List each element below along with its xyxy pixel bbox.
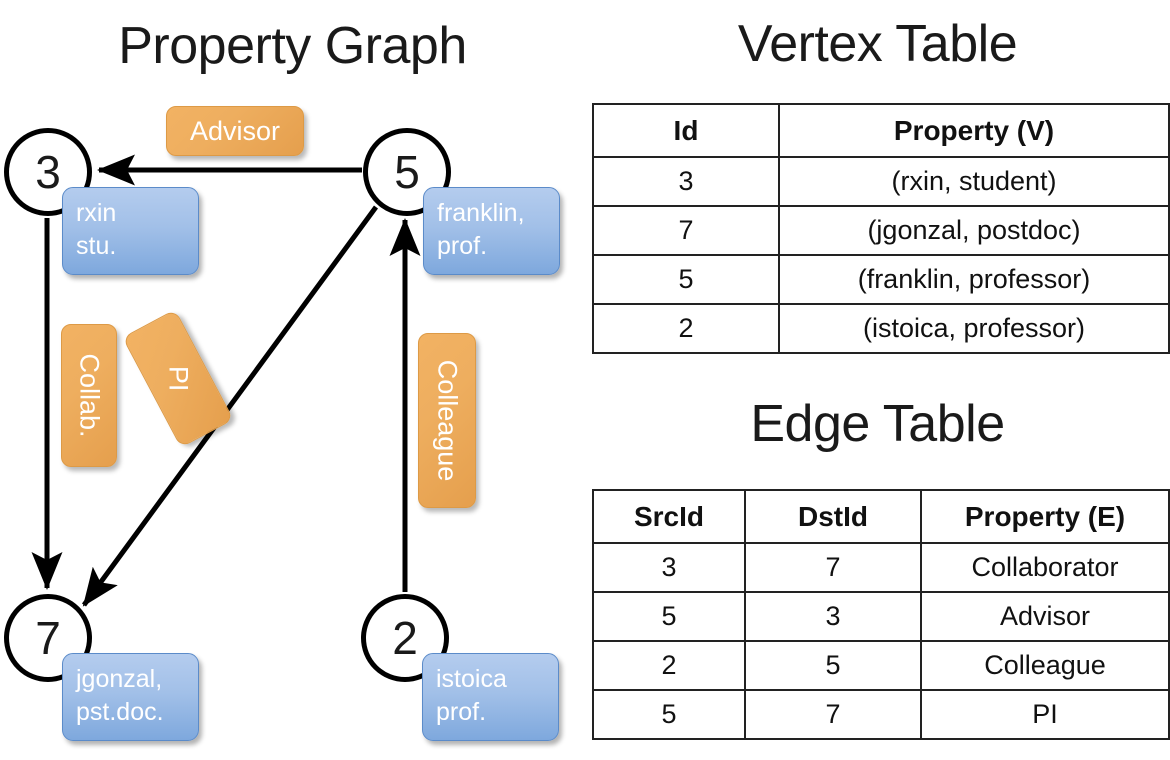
- edge-label-collab: Collab.: [61, 324, 117, 467]
- table-row[interactable]: 7 (jgonzal, postdoc): [592, 205, 1170, 256]
- vertex-property-box-2: istoica prof.: [422, 653, 559, 741]
- vertex-property-3-line-2: stu.: [76, 232, 117, 260]
- edge-cell-property: Collaborator: [920, 542, 1170, 593]
- edge-cell-dstid: 5: [744, 640, 922, 691]
- vertex-property-2-line-2: prof.: [436, 698, 487, 726]
- vertex-property-5-line-1: franklin,: [437, 199, 525, 227]
- vertex-property-5-line-2: prof.: [437, 232, 488, 260]
- page-title-property-graph: Property Graph: [118, 17, 467, 75]
- vertex-property-box-5: franklin, prof.: [423, 187, 560, 275]
- vertex-cell-property: (franklin, professor): [778, 254, 1170, 305]
- edge-table-header-srcid: SrcId: [592, 489, 746, 544]
- edge-cell-dstid: 7: [744, 542, 922, 593]
- vertex-cell-id: 3: [592, 156, 780, 207]
- vertex-node-2-label: 2: [392, 612, 418, 664]
- edge-cell-srcid: 3: [592, 542, 746, 593]
- vertex-property-box-3: rxin stu.: [62, 187, 199, 275]
- vertex-property-box-7: jgonzal, pst.doc.: [62, 653, 199, 741]
- table-row[interactable]: 3 (rxin, student): [592, 156, 1170, 207]
- vertex-table: Id Property (V) 3 (rxin, student) 7 (jgo…: [592, 103, 1170, 354]
- edge-cell-srcid: 5: [592, 689, 746, 740]
- edge-cell-dstid: 3: [744, 591, 922, 642]
- edge-label-colleague: Colleague: [418, 333, 476, 508]
- page-title-vertex-table: Vertex Table: [737, 15, 1018, 73]
- vertex-node-5[interactable]: 5: [363, 128, 451, 216]
- edge-cell-property: PI: [920, 689, 1170, 740]
- vertex-cell-id: 7: [592, 205, 780, 256]
- edge-table: SrcId DstId Property (E) 3 7 Collaborato…: [592, 489, 1170, 740]
- edge-table-header-row: SrcId DstId Property (E): [592, 489, 1170, 544]
- edge-line-pi: [81, 205, 379, 607]
- table-row[interactable]: 2 5 Colleague: [592, 640, 1170, 691]
- edge-table-header-dstid: DstId: [744, 489, 922, 544]
- vertex-node-7-label: 7: [35, 612, 61, 664]
- table-row[interactable]: 5 7 PI: [592, 689, 1170, 740]
- vertex-cell-id: 5: [592, 254, 780, 305]
- edge-label-colleague-text: Colleague: [432, 359, 463, 482]
- vertex-node-5-label: 5: [394, 146, 420, 198]
- graph-edge-lines: [31, 154, 421, 607]
- edge-table-header-property: Property (E): [920, 489, 1170, 544]
- vertex-property-7-line-2: pst.doc.: [76, 698, 164, 726]
- table-row[interactable]: 3 7 Collaborator: [592, 542, 1170, 593]
- edge-label-pi-text: PI: [163, 365, 194, 392]
- vertex-property-2-line-1: istoica: [436, 665, 507, 693]
- vertex-node-2[interactable]: 2: [361, 594, 449, 682]
- vertex-cell-property: (istoica, professor): [778, 303, 1170, 354]
- edge-label-advisor-text: Advisor: [189, 115, 281, 146]
- table-row[interactable]: 5 (franklin, professor): [592, 254, 1170, 305]
- vertex-table-header-id: Id: [592, 103, 780, 158]
- edge-cell-dstid: 7: [744, 689, 922, 740]
- vertex-node-3-label: 3: [35, 146, 61, 198]
- vertex-cell-id: 2: [592, 303, 780, 354]
- edge-cell-srcid: 2: [592, 640, 746, 691]
- vertex-cell-property: (rxin, student): [778, 156, 1170, 207]
- page-title-edge-table: Edge Table: [750, 395, 1005, 453]
- edge-cell-property: Advisor: [920, 591, 1170, 642]
- vertex-table-header-row: Id Property (V): [592, 103, 1170, 158]
- table-row[interactable]: 5 3 Advisor: [592, 591, 1170, 642]
- edge-label-collab-text: Collab.: [74, 353, 105, 438]
- vertex-property-3-line-1: rxin: [76, 199, 117, 227]
- property-graph-diagram: 3 5 7 2 rxin stu. franklin, prof. jgonza…: [4, 106, 560, 741]
- vertex-cell-property: (jgonzal, postdoc): [778, 205, 1170, 256]
- table-row[interactable]: 2 (istoica, professor): [592, 303, 1170, 354]
- edge-cell-srcid: 5: [592, 591, 746, 642]
- vertex-table-header-property: Property (V): [778, 103, 1170, 158]
- vertex-property-7-line-1: jgonzal,: [76, 665, 163, 693]
- edge-cell-property: Colleague: [920, 640, 1170, 691]
- edge-label-advisor: Advisor: [166, 106, 304, 156]
